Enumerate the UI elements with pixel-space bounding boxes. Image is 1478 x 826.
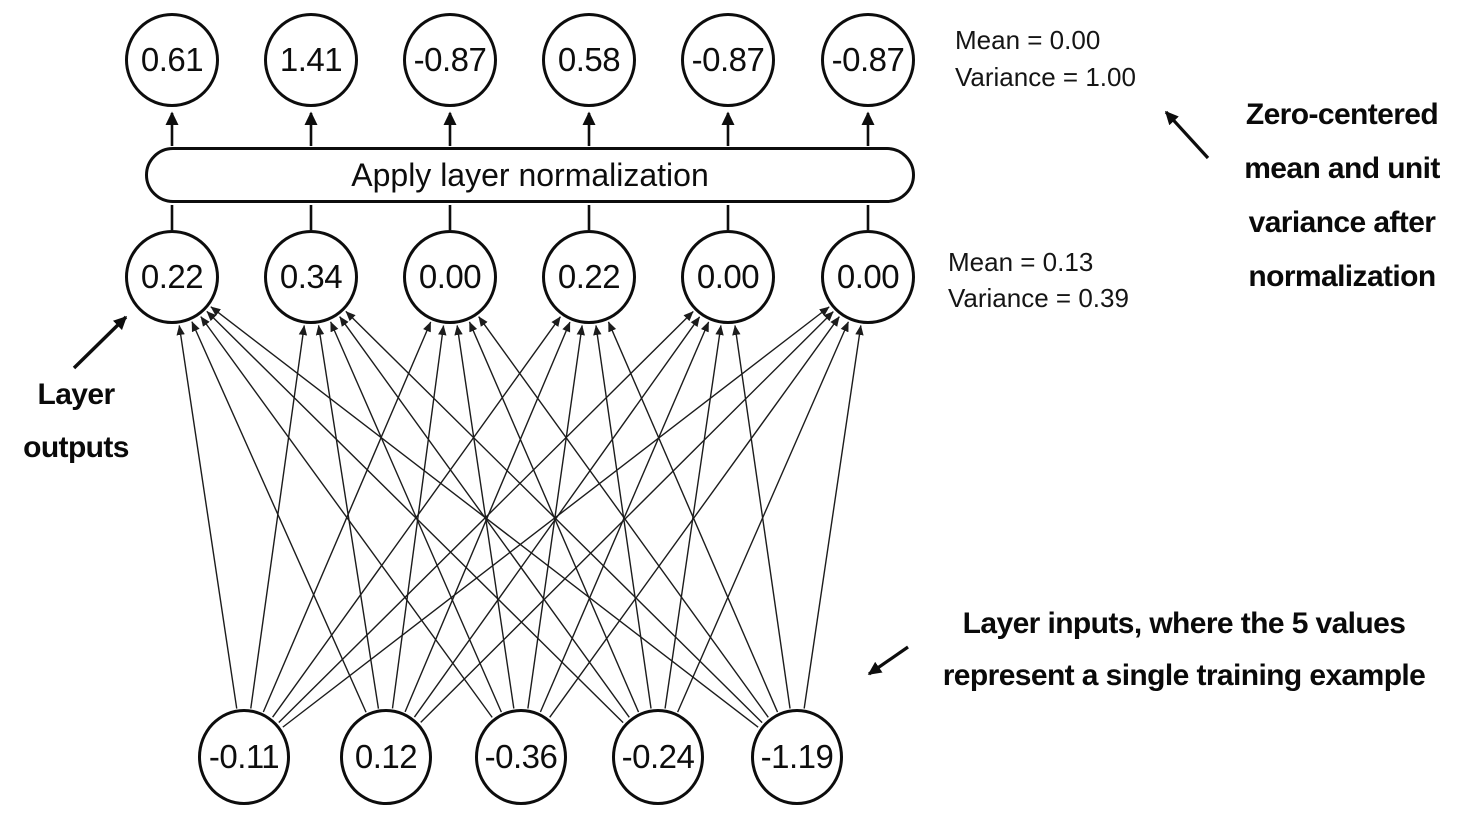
- output-value: 0.22: [140, 258, 204, 295]
- stats-before-normalization: Mean = 0.13 Variance = 0.39: [948, 244, 1129, 316]
- output-value: 0.00: [418, 258, 482, 295]
- wire: [478, 316, 769, 718]
- note-line: Layer: [37, 378, 115, 411]
- input-node: -0.36: [475, 709, 567, 805]
- input-value: 0.12: [354, 738, 418, 775]
- input-node: 0.12: [340, 709, 432, 805]
- output-node: 0.22: [542, 230, 636, 324]
- note-line: Zero-centered: [1245, 98, 1439, 131]
- normalized-node: 0.58: [542, 13, 636, 107]
- note-line: mean and unit: [1244, 152, 1440, 185]
- normalized-node: 1.41: [264, 13, 358, 107]
- note-line: represent a single training example: [942, 659, 1426, 692]
- mean-after-label: Mean = 0.00: [955, 25, 1101, 55]
- normalized-node: -0.87: [821, 13, 915, 107]
- wire: [420, 311, 834, 723]
- input-value: -0.24: [621, 738, 695, 775]
- output-value: 0.22: [557, 258, 621, 295]
- input-node: -1.19: [751, 709, 843, 805]
- normalized-value: 0.61: [140, 41, 204, 78]
- normalized-node: -0.87: [681, 13, 775, 107]
- wire: [549, 316, 840, 718]
- output-node: 0.00: [403, 230, 497, 324]
- normalized-value: -0.87: [831, 41, 905, 78]
- normalized-value: 1.41: [279, 41, 343, 78]
- layer-outputs-note: Layer outputs: [0, 368, 152, 474]
- wire: [345, 310, 763, 724]
- input-node: -0.11: [198, 709, 290, 805]
- normalized-value: 0.58: [557, 41, 621, 78]
- wire: [191, 321, 367, 713]
- wire: [206, 310, 624, 724]
- wire: [250, 325, 308, 709]
- output-node: 0.00: [821, 230, 915, 324]
- wire: [282, 306, 830, 728]
- wire: [867, 645, 909, 676]
- output-node: 0.34: [264, 230, 358, 324]
- wire: [329, 321, 503, 713]
- wire: [803, 324, 864, 709]
- normalized-value: -0.87: [691, 41, 765, 78]
- stats-after-normalization: Mean = 0.00 Variance = 1.00: [955, 22, 1136, 96]
- wire: [1164, 110, 1210, 160]
- input-value: -1.19: [760, 738, 834, 775]
- input-value: -0.11: [208, 738, 280, 775]
- apply-layer-normalization-box: Apply layer normalization: [145, 147, 915, 203]
- note-line: outputs: [23, 431, 129, 464]
- input-node: -0.24: [612, 709, 704, 805]
- normalized-value: -0.87: [413, 41, 487, 78]
- wire: [72, 315, 128, 370]
- wire: [732, 325, 791, 709]
- wire: [527, 325, 585, 709]
- note-line: normalization: [1248, 260, 1436, 293]
- normalized-node: -0.87: [403, 13, 497, 107]
- wire: [210, 306, 759, 728]
- output-value: 0.00: [836, 258, 900, 295]
- output-node: 0.00: [681, 230, 775, 324]
- mean-before-label: Mean = 0.13: [948, 247, 1094, 277]
- layer-inputs-note: Layer inputs, where the 5 values represe…: [904, 598, 1464, 702]
- normalization-box-label: Apply layer normalization: [351, 156, 709, 193]
- variance-before-label: Variance = 0.39: [948, 283, 1129, 313]
- note-line: variance after: [1248, 206, 1436, 239]
- wire: [176, 324, 238, 709]
- wire: [391, 325, 447, 709]
- input-value: -0.36: [484, 738, 558, 775]
- output-node: 0.22: [125, 230, 219, 324]
- zero-centered-note: Zero-centered mean and unit variance aft…: [1192, 88, 1478, 304]
- wire: [539, 321, 710, 713]
- wire: [413, 316, 701, 718]
- note-line: Layer inputs, where the 5 values: [962, 607, 1406, 640]
- wire: [607, 321, 779, 713]
- wire: [200, 316, 493, 718]
- output-value: 0.00: [696, 258, 760, 295]
- variance-after-label: Variance = 1.00: [955, 62, 1136, 92]
- wire: [315, 324, 380, 709]
- output-value: 0.34: [279, 258, 343, 295]
- normalized-node: 0.61: [125, 13, 219, 107]
- wire: [404, 321, 571, 713]
